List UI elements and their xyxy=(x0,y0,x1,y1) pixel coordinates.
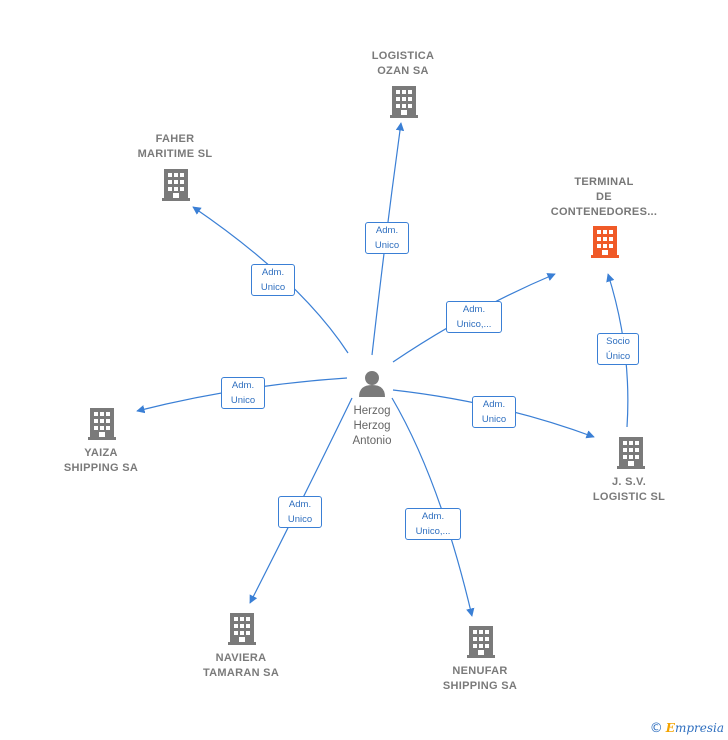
edge-label-logistica[interactable]: Adm. Unico xyxy=(365,222,409,254)
company-name-nenufar[interactable]: NENUFAR SHIPPING SA xyxy=(442,665,518,692)
edge-label-naviera[interactable]: Adm. Unico xyxy=(278,496,322,528)
edge-label-terminal[interactable]: Adm. Unico,... xyxy=(446,301,502,333)
building-icon[interactable] xyxy=(162,169,190,201)
edge-label-jsv[interactable]: Adm. Unico xyxy=(472,396,516,428)
brand-initial: E xyxy=(665,721,675,735)
edge-label-jsv-terminal[interactable]: Socio Único xyxy=(597,333,639,365)
brand-logo: ©Empresia xyxy=(650,721,724,736)
brand-name: mpresia xyxy=(674,721,724,735)
center-person-name[interactable]: Herzog Herzog Antonio xyxy=(352,405,392,447)
copyright-icon: © xyxy=(649,721,663,736)
person-icon[interactable] xyxy=(359,371,385,397)
building-icon[interactable] xyxy=(467,626,495,658)
edge-label-nenufar[interactable]: Adm. Unico,... xyxy=(405,508,461,540)
edge-label-yaiza[interactable]: Adm. Unico xyxy=(221,377,265,409)
company-name-terminal[interactable]: TERMINAL DE CONTENEDORES... xyxy=(550,176,658,218)
building-icon[interactable] xyxy=(88,408,116,440)
building-icon[interactable] xyxy=(617,437,645,469)
building-icon[interactable] xyxy=(591,226,619,258)
company-name-jsv[interactable]: J. S.V. LOGISTIC SL xyxy=(592,476,666,503)
building-icon[interactable] xyxy=(228,613,256,645)
company-name-faher[interactable]: FAHER MARITIME SL xyxy=(137,133,213,160)
edge-nenufar xyxy=(391,397,475,617)
edge-label-faher[interactable]: Adm. Unico xyxy=(251,264,295,296)
company-name-naviera[interactable]: NAVIERA TAMARAN SA xyxy=(202,652,280,679)
building-icon[interactable] xyxy=(390,86,418,118)
company-name-logistica[interactable]: LOGISTICA OZAN SA xyxy=(371,50,435,77)
company-name-yaiza[interactable]: YAIZA SHIPPING SA xyxy=(63,447,139,474)
